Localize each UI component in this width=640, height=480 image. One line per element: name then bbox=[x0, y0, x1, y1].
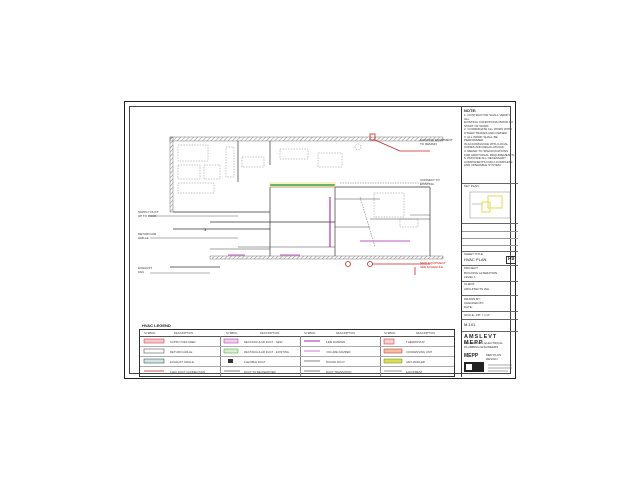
checked-label: CHECKED BY: bbox=[464, 301, 485, 305]
drawn-cell: DRAWN BY: CHECKED BY: DATE: bbox=[462, 295, 518, 311]
label-exhaust-fan: EXHAUST FAN bbox=[138, 266, 153, 274]
legend-item: RECTANGULAR DUCT - EXISTING bbox=[244, 350, 289, 354]
top-wall bbox=[169, 136, 444, 142]
date-label: DATE: bbox=[464, 305, 473, 309]
callout-mid-right: CONNECT TO EXISTING bbox=[420, 178, 440, 186]
title-block: NOTE: 1. CONTRACTOR SHALL VERIFY ALL EXI… bbox=[461, 107, 518, 377]
legend-item: RECTANGULAR DUCT - NEW bbox=[244, 340, 283, 344]
firm-name: AMSLEVT MEPP bbox=[464, 334, 498, 346]
legend-item: DUCT TRANSITION bbox=[326, 370, 352, 374]
legend-item: RETURN GRILLE bbox=[170, 350, 193, 354]
legend-item: EXHAUST GRILLE bbox=[170, 360, 194, 364]
hvac-legend: SYMBOL DESCRIPTION SYMBOL DESCRIPTION SY… bbox=[139, 329, 455, 377]
legend-header-7: DESCRIPTION bbox=[416, 331, 436, 335]
drawn-label: DRAWN BY: bbox=[464, 297, 481, 301]
stamp-text: MEP PLAN DESIGN bbox=[486, 353, 502, 361]
equipment-symbols bbox=[345, 133, 430, 275]
sheet-title-label: SHEET TITLE bbox=[464, 252, 483, 256]
notes-body: 1. CONTRACTOR SHALL VERIFY ALL EXISTING … bbox=[464, 113, 515, 168]
leader-lines bbox=[150, 214, 430, 274]
room-furniture bbox=[177, 143, 419, 228]
scale-cell: SCALE: 1/8" = 1'-0" bbox=[462, 311, 518, 319]
revision-table bbox=[462, 223, 518, 251]
legend-header-6: SYMBOL bbox=[384, 331, 396, 335]
callout-top-right: EXISTING EQUIPMENT TO REMAIN bbox=[420, 138, 453, 146]
sheet-title: HVAC PLAN bbox=[464, 257, 487, 262]
sheet-tag: MEPP bbox=[464, 353, 479, 359]
legend-item: DUCT TO BE REMOVED bbox=[244, 370, 276, 374]
floor-plan bbox=[150, 133, 444, 275]
legend-item: EQUIPMENT bbox=[406, 370, 423, 374]
legend-item: VOLUME DAMPER bbox=[326, 350, 351, 354]
sheet-number: M-101 bbox=[464, 322, 476, 327]
legend-header-1: DESCRIPTION bbox=[174, 331, 194, 335]
left-wall bbox=[169, 136, 174, 213]
callout-lower-right: NEW EQUIPMENT SEE SCHEDULE bbox=[420, 261, 446, 269]
scale-text: SCALE: 1/8" = 1'-0" bbox=[464, 313, 491, 317]
client-label: CLIENT bbox=[464, 282, 475, 286]
legend-item: AIR HANDLER bbox=[406, 360, 425, 364]
legend-row-line bbox=[140, 346, 454, 347]
project-label: PROJECT bbox=[464, 266, 479, 270]
legend-symbols bbox=[143, 338, 403, 372]
client-cell: CLIENT ARCHITECTS INC. bbox=[462, 281, 518, 295]
legend-row-line bbox=[140, 356, 454, 357]
legend-item: FLEX DUCT CONNECTION bbox=[170, 370, 206, 374]
project-cell: PROJECT BUILDING ALTERATION LEVEL 1 bbox=[462, 265, 518, 281]
logo-icon bbox=[464, 362, 512, 372]
label-supply-duct: SUPPLY DUCT UP TO ROOF bbox=[138, 210, 159, 218]
key-plan-diagram bbox=[469, 191, 511, 219]
bottom-wall bbox=[209, 255, 444, 260]
legend-header-3: DESCRIPTION bbox=[260, 331, 280, 335]
key-plan-label: KEY PLAN bbox=[464, 184, 479, 188]
sheet-title-cell: SHEET TITLE HVAC PLAN R0 bbox=[462, 251, 518, 265]
notes-heading: NOTE: bbox=[464, 108, 477, 113]
sheet-border: EXISTING EQUIPMENT TO REMAIN CONNECT TO … bbox=[129, 106, 518, 377]
legend-row-line bbox=[140, 366, 454, 367]
project-name: BUILDING ALTERATION LEVEL 1 bbox=[464, 271, 498, 279]
legend-item: SUPPLY DIFFUSER bbox=[170, 340, 196, 344]
dashed-leaders bbox=[340, 182, 430, 248]
ductwork bbox=[210, 182, 430, 256]
legend-header: SYMBOL DESCRIPTION SYMBOL DESCRIPTION SY… bbox=[140, 330, 454, 337]
revision-number: R0 bbox=[506, 256, 517, 264]
legend-header-0: SYMBOL bbox=[144, 331, 156, 335]
label-return-grille: RETURN AIR GRILLE bbox=[138, 232, 157, 240]
client-name: ARCHITECTS INC. bbox=[464, 287, 491, 291]
firm-cell: AMSLEVT MEPP MECHANICAL ELECTRICAL PLUMB… bbox=[462, 331, 518, 377]
legend-item: FIRE DAMPER bbox=[326, 340, 346, 344]
firm-subtitle: MECHANICAL ELECTRICAL PLUMBING ENGINEERS bbox=[464, 341, 503, 349]
legend-header-2: SYMBOL bbox=[226, 331, 238, 335]
legend-title: HVAC LEGEND bbox=[142, 323, 171, 328]
legend-item: THERMOSTAT bbox=[406, 340, 425, 344]
room-number: 3 bbox=[204, 227, 207, 232]
sheet-number-cell: M-101 bbox=[462, 319, 518, 331]
legend-item: FLEXIBLE DUCT bbox=[244, 360, 266, 364]
legend-item: CONDENSING UNIT bbox=[406, 350, 433, 354]
legend-item: ROUND DUCT bbox=[326, 360, 345, 364]
key-plan-cell: KEY PLAN bbox=[462, 183, 518, 223]
interior-walls bbox=[170, 141, 431, 268]
legend-header-4: SYMBOL bbox=[304, 331, 316, 335]
legend-header-5: DESCRIPTION bbox=[336, 331, 356, 335]
drawing-sheet: EXISTING EQUIPMENT TO REMAIN CONNECT TO … bbox=[124, 101, 518, 379]
